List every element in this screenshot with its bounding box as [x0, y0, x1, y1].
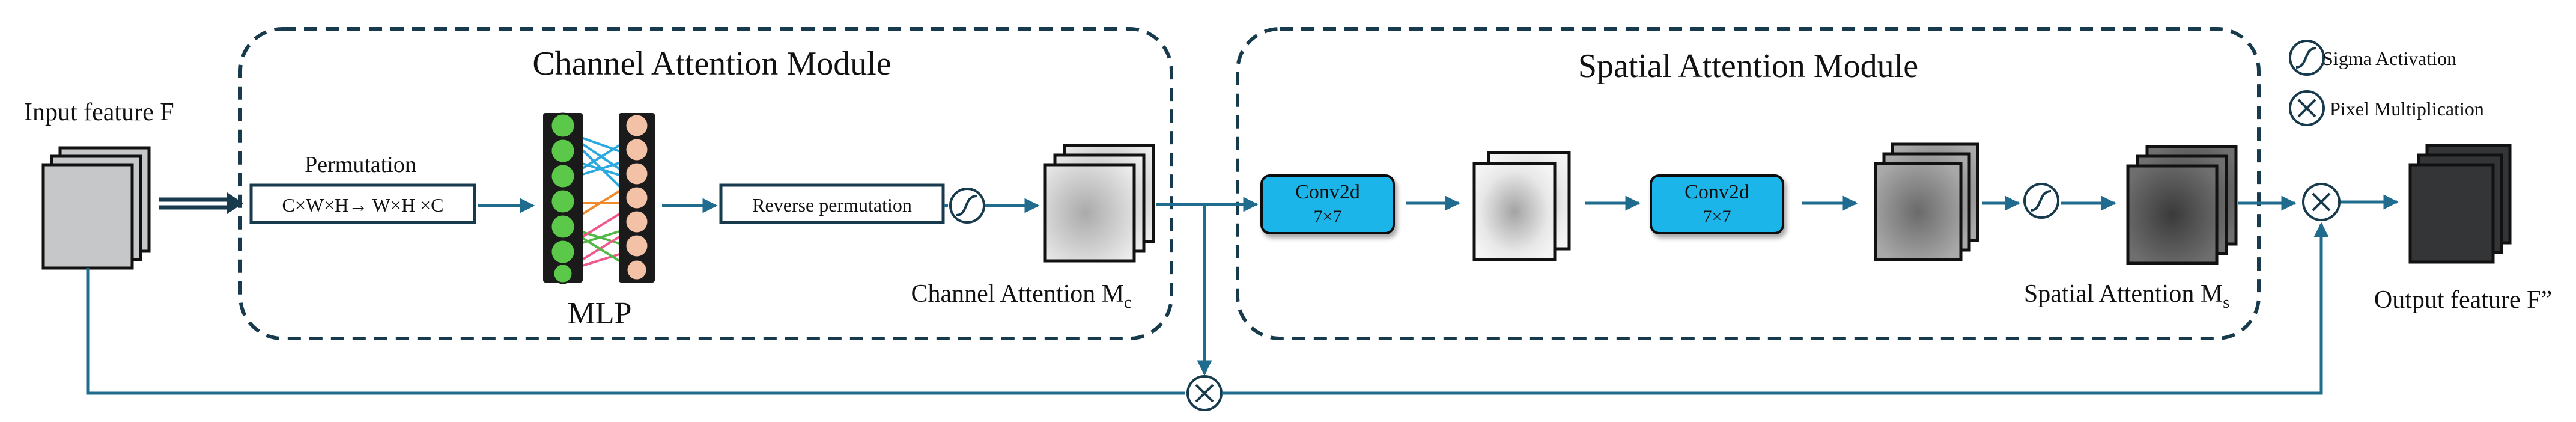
permutation-label: Permutation [305, 152, 416, 177]
sigma-activation-icon-2 [2023, 183, 2059, 219]
mlp-network [543, 112, 655, 284]
skip-connection-left [86, 268, 1185, 395]
legend-sigma-label: Sigma Activation [2322, 47, 2456, 69]
input-feature-label: Input feature F [24, 99, 174, 126]
spatial-intermediate-map-1 [1472, 151, 1571, 261]
mlp-input-nodes [550, 112, 576, 284]
permutation-box [249, 183, 476, 224]
conv2-line1: Conv2d [1684, 181, 1749, 203]
legend-multiply-icon [2289, 90, 2325, 126]
conv2d-block-1: Conv2d 7×7 [1260, 174, 1395, 234]
spatial-module-box [1236, 27, 2261, 340]
output-feature-label: Output feature F” [2374, 286, 2552, 314]
sigma-activation-icon [949, 188, 985, 224]
multiply-icon-final [2302, 183, 2341, 221]
legend-sigma-icon [2289, 40, 2325, 76]
legend: Sigma Activation Pixel Multiplication [2289, 40, 2484, 126]
multiply-icon-bottom [1186, 375, 1223, 411]
input-feature-stack [41, 146, 151, 270]
permutation-formula: C×W×H→ W×H ×C [282, 194, 444, 216]
channel-module-title: Channel Attention Module [532, 45, 891, 82]
mlp-output-nodes [624, 113, 649, 281]
legend-multiply-label: Pixel Multiplication [2330, 98, 2484, 120]
output-feature-stack [2408, 144, 2512, 264]
conv1-line2: 7×7 [1314, 207, 1342, 227]
input-to-permutation-arrow [159, 192, 243, 214]
spatial-attention-map-stack [2126, 145, 2238, 265]
channel-attention-label: Channel Attention Mc [911, 280, 1131, 312]
reverse-permutation-label: Reverse permutation [752, 194, 912, 216]
conv2-line2: 7×7 [1703, 207, 1731, 227]
spatial-attention-label: Spatial Attention Ms [2024, 280, 2229, 312]
conv1-line1: Conv2d [1295, 181, 1360, 203]
channel-attention-map-stack [1043, 144, 1155, 263]
channel-module-box [238, 27, 1173, 340]
conv2d-block-2: Conv2d 7×7 [1650, 174, 1784, 234]
mlp-label: MLP [568, 296, 632, 331]
spatial-module-title: Spatial Attention Module [1578, 47, 1918, 85]
skip-connection-right [1222, 222, 2329, 395]
reverse-permutation-box [719, 183, 945, 224]
spatial-intermediate-map-2 [1874, 142, 1979, 261]
